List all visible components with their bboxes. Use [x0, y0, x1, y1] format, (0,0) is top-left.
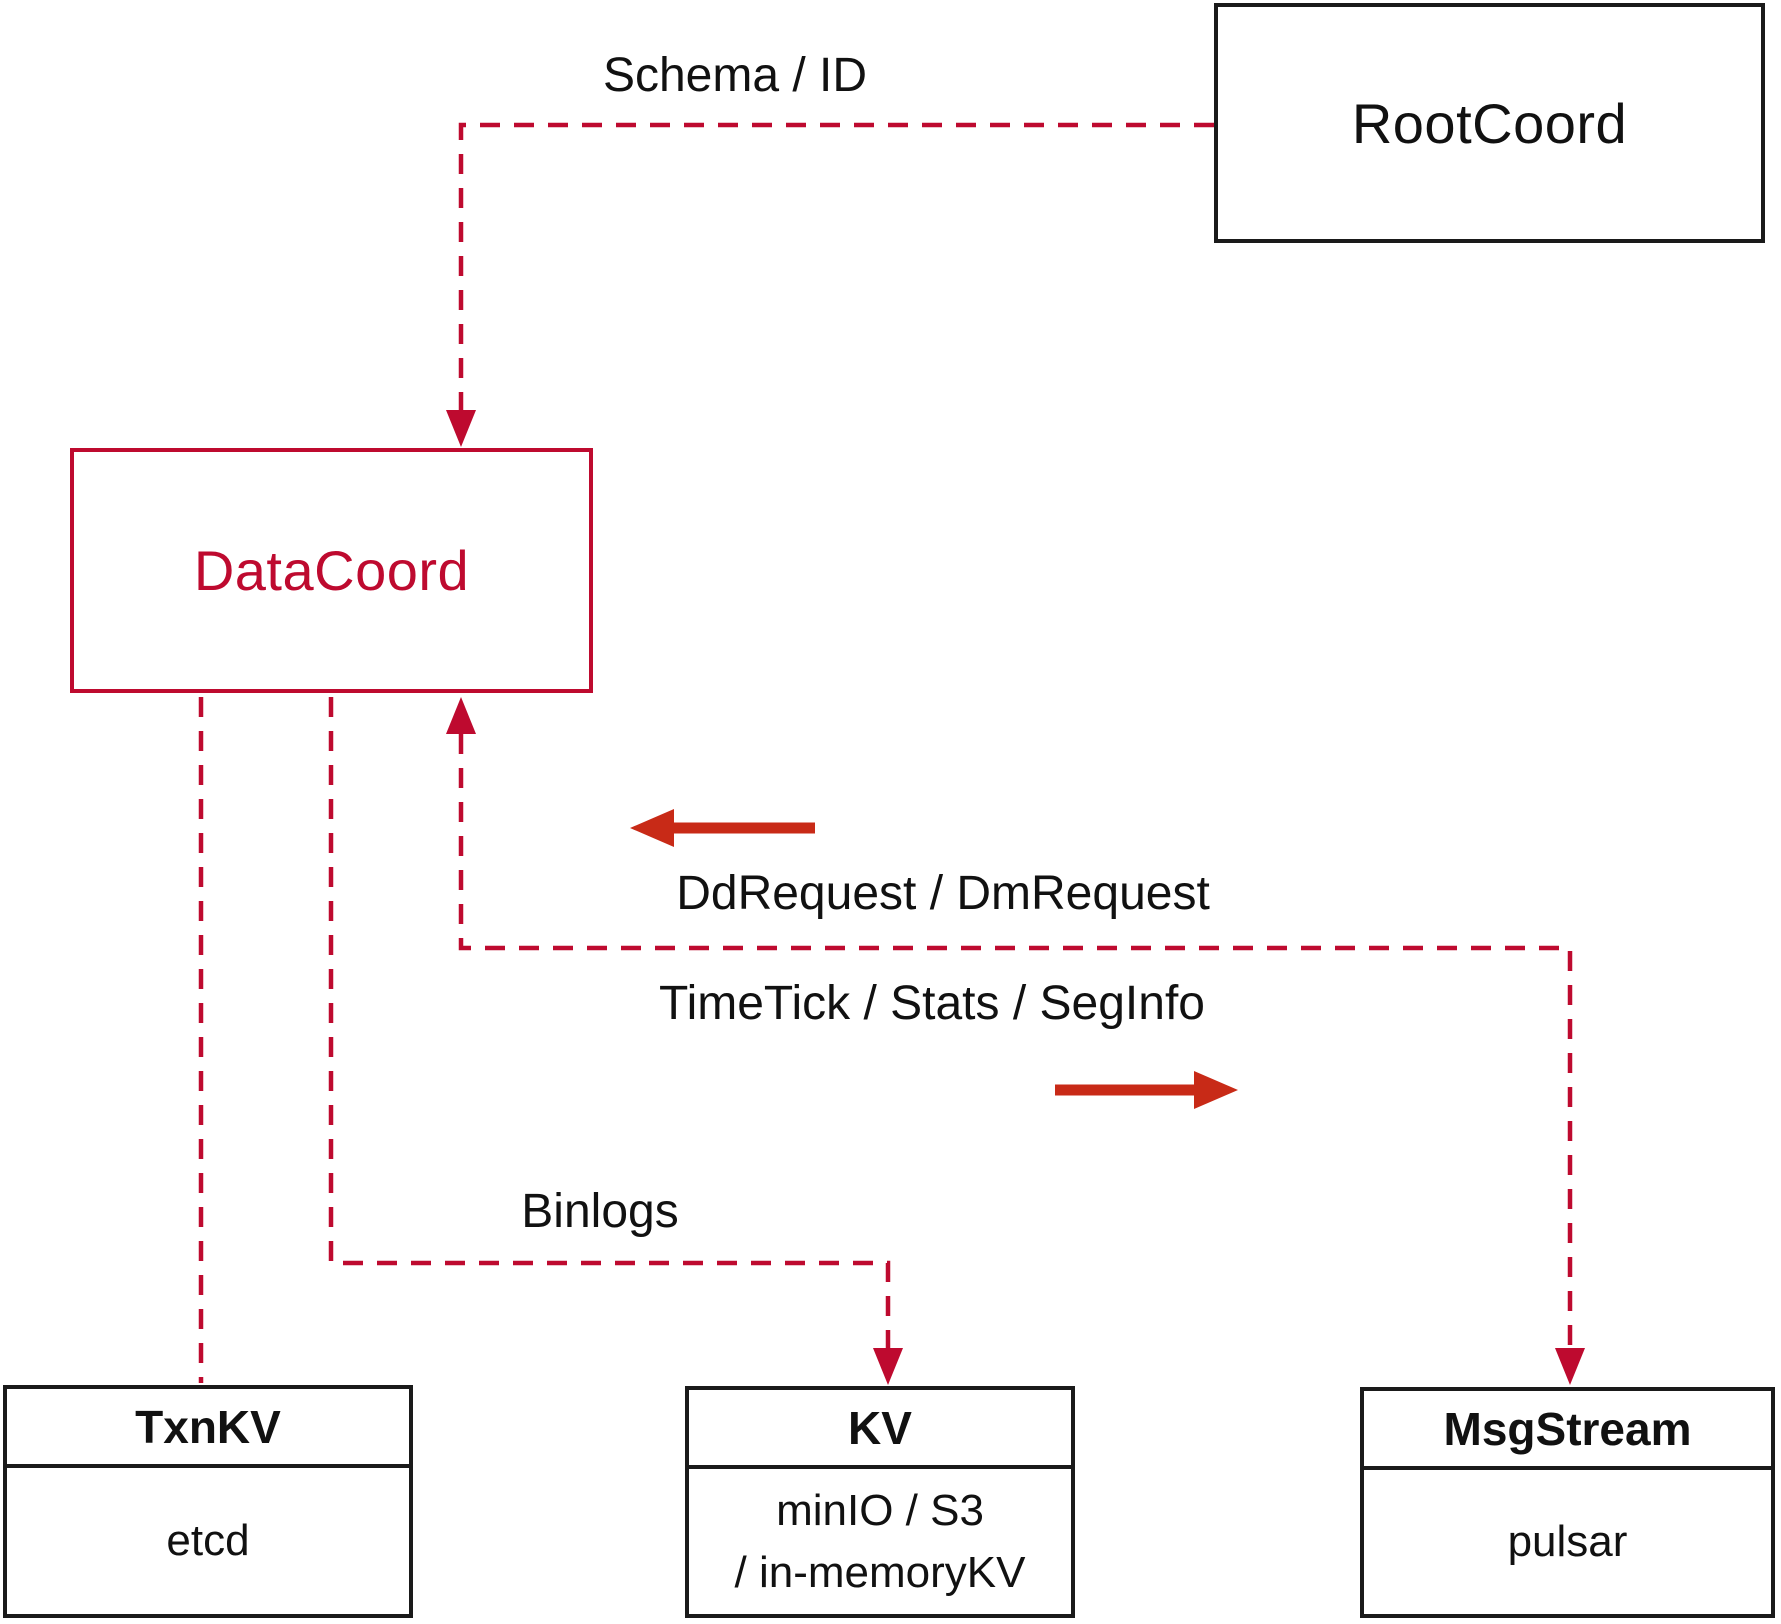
- kv-body-line1: minIO / S3: [776, 1485, 984, 1535]
- left-direction-arrow: [630, 809, 815, 847]
- binlogs-edge-label: Binlogs: [521, 1185, 679, 1238]
- datacoord-node: DataCoord: [70, 448, 593, 693]
- schema-id-edge-label: Schema / ID: [602, 49, 868, 102]
- msgstream-datacoord-connector-path: [458, 734, 1573, 1348]
- datacoord-up-arrowhead: [446, 697, 476, 734]
- binlogs-arrowhead: [873, 1348, 903, 1385]
- kv-title: KV: [689, 1390, 1071, 1469]
- binlogs-connector-path: [328, 697, 891, 1348]
- txnkv-body: etcd: [166, 1516, 250, 1565]
- kv-node: KV minIO / S3 / in-memoryKV: [685, 1386, 1075, 1618]
- ddrequest-edge-label: DdRequest / DmRequest: [676, 867, 1210, 920]
- msgstream-node: MsgStream pulsar: [1360, 1387, 1775, 1618]
- schema-id-connector-path: [458, 122, 1214, 410]
- rootcoord-node: RootCoord: [1214, 3, 1765, 243]
- txnkv-node: TxnKV etcd: [3, 1385, 413, 1618]
- msgstream-down-arrowhead: [1555, 1348, 1585, 1385]
- msgstream-title: MsgStream: [1364, 1391, 1771, 1470]
- datacoord-label: DataCoord: [193, 539, 470, 602]
- rootcoord-label: RootCoord: [1351, 91, 1628, 155]
- timetick-edge-label: TimeTick / Stats / SegInfo: [659, 977, 1205, 1030]
- txnkv-title: TxnKV: [7, 1389, 409, 1468]
- kv-body-line2: / in-memoryKV: [734, 1547, 1026, 1597]
- right-direction-arrow: [1055, 1071, 1238, 1109]
- schema-id-arrowhead: [446, 410, 476, 447]
- msgstream-body: pulsar: [1507, 1517, 1628, 1566]
